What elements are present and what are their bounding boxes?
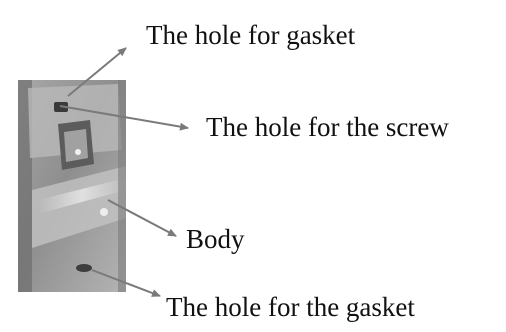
label-gasket-hole-top: The hole for gasket bbox=[146, 20, 356, 50]
part-photo bbox=[18, 80, 126, 292]
arrow-screw-hole bbox=[59, 105, 189, 131]
label-body: Body bbox=[186, 224, 245, 254]
part-photo-image bbox=[18, 80, 126, 292]
label-screw-hole: The hole for the screw bbox=[206, 112, 449, 142]
arrow-body bbox=[107, 199, 177, 237]
arrow-gasket-hole-bottom bbox=[91, 269, 161, 297]
arrow-gasket-hole-top bbox=[67, 47, 127, 97]
label-gasket-hole-bottom: The hole for the gasket bbox=[166, 292, 415, 322]
